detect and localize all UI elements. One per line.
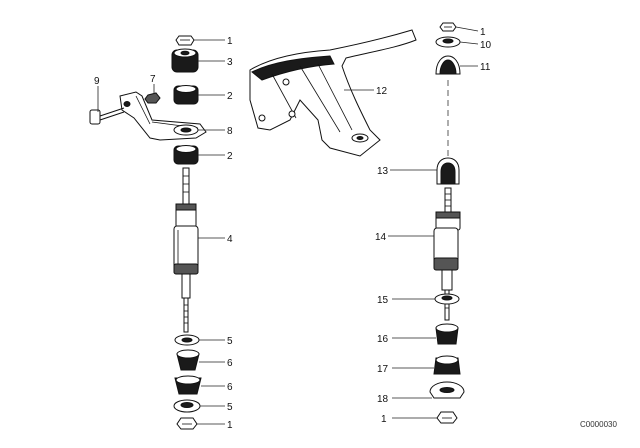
mounting-bracket-12 <box>249 29 417 157</box>
bracket-assembly <box>119 91 207 141</box>
callout-18: 18 <box>377 394 389 405</box>
callout-5-upper: 5 <box>227 336 233 347</box>
bush-upper-6 <box>176 349 200 371</box>
callout-13: 13 <box>377 166 389 177</box>
callout-8: 8 <box>227 126 233 137</box>
callout-4: 4 <box>227 234 233 245</box>
callout-7: 7 <box>150 74 156 85</box>
shock-absorber-14 <box>433 187 461 321</box>
callout-6-lower: 6 <box>227 382 233 393</box>
bump-stop-13 <box>436 157 460 185</box>
callout-10: 10 <box>480 40 492 51</box>
callout-2-upper: 2 <box>227 91 233 102</box>
nut-7 <box>144 92 161 104</box>
callout-16: 16 <box>377 334 389 345</box>
callout-12: 12 <box>376 86 388 97</box>
rubber-mount-3 <box>171 48 199 73</box>
nut-bottom-left <box>176 417 198 430</box>
shock-absorber-4 <box>173 167 199 333</box>
callout-3: 3 <box>227 57 233 68</box>
callout-6-upper: 6 <box>227 358 233 369</box>
callout-9: 9 <box>94 76 100 87</box>
washer-18 <box>429 381 465 399</box>
callout-2-lower: 2 <box>227 151 233 162</box>
callout-1-bottom-left: 1 <box>227 420 233 431</box>
bush-lower-6 <box>174 375 202 395</box>
catalog-code: C0000030 <box>580 420 617 429</box>
nut-top-right <box>439 22 457 32</box>
bush-16 <box>435 323 459 345</box>
bush-lower-2 <box>173 145 199 165</box>
washer-upper-5 <box>174 334 200 346</box>
washer-lower-5 <box>173 399 201 413</box>
callout-15: 15 <box>377 295 389 306</box>
washer-10 <box>435 36 461 48</box>
washer-15 <box>434 293 460 305</box>
bolt-9 <box>89 107 125 125</box>
leader-lines <box>97 26 479 425</box>
nut-top-left <box>175 35 195 46</box>
nut-bottom-right <box>436 411 458 424</box>
callout-1-top-right: 1 <box>480 27 486 38</box>
bush-upper-2 <box>173 85 199 105</box>
callout-14: 14 <box>375 232 387 243</box>
callout-17: 17 <box>377 364 389 375</box>
callout-1-bottom-right: 1 <box>381 414 387 425</box>
callout-1-top-left: 1 <box>227 36 233 47</box>
callout-5-lower: 5 <box>227 402 233 413</box>
bush-17 <box>433 355 461 375</box>
callout-11: 11 <box>480 62 491 73</box>
cap-11 <box>435 55 461 75</box>
